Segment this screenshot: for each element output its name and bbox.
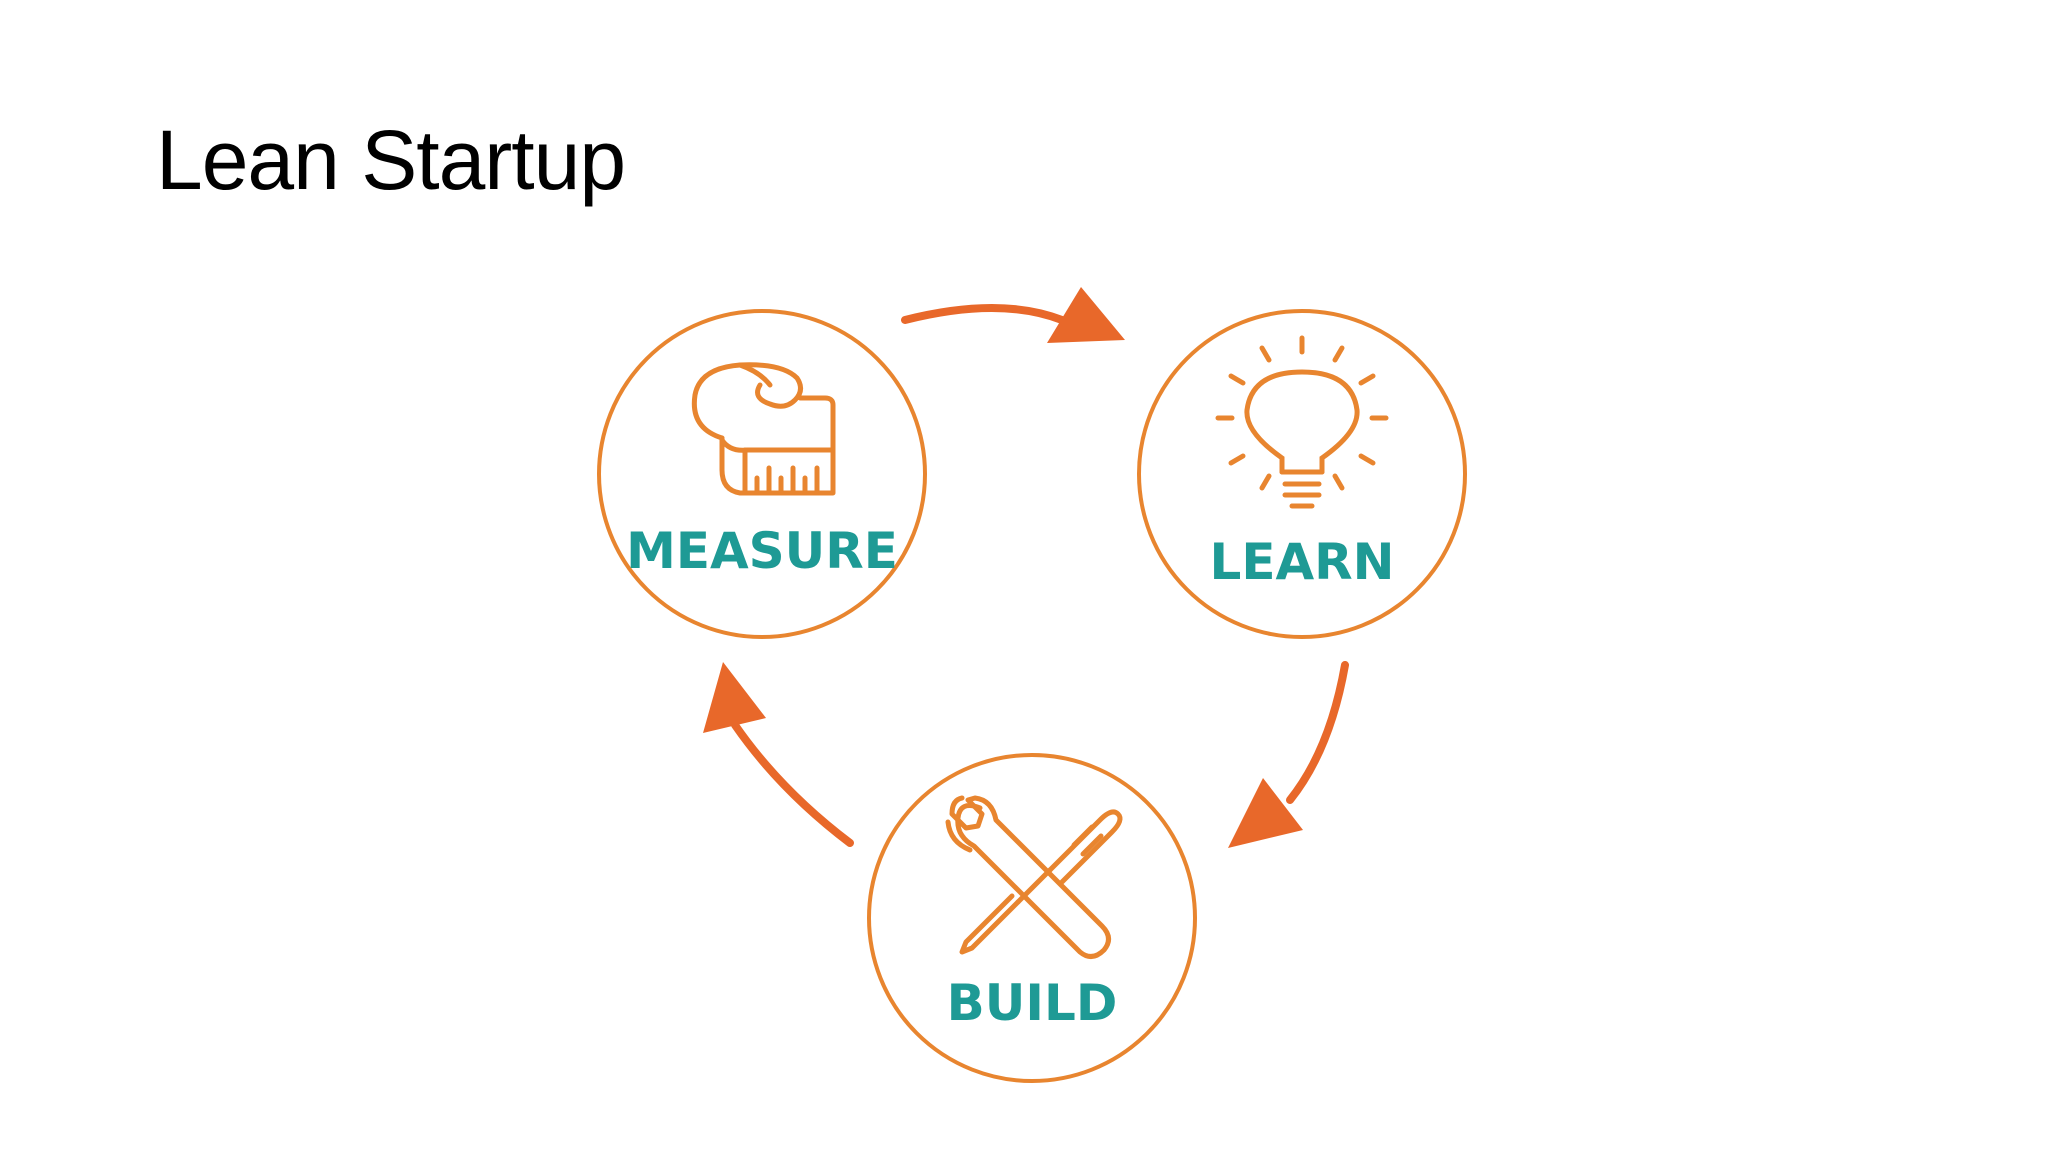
arrow-build-to-measure <box>703 662 854 847</box>
node-learn: LEARN <box>1137 309 1467 639</box>
arrow-measure-to-learn <box>901 287 1125 343</box>
slide-title: Lean Startup <box>156 113 626 207</box>
node-measure: MEASURE <box>597 309 927 639</box>
node-build-label: BUILD <box>947 974 1118 1032</box>
node-measure-label: MEASURE <box>626 522 898 580</box>
tape-measure-icon <box>691 362 836 496</box>
arrow-learn-to-build <box>1228 661 1349 848</box>
node-learn-label: LEARN <box>1209 533 1394 591</box>
wrench-screwdriver-icon <box>945 795 1123 959</box>
node-measure-circle <box>597 309 927 639</box>
node-build: BUILD <box>867 753 1197 1083</box>
cycle-arrows <box>703 287 1349 848</box>
node-build-circle <box>867 753 1197 1083</box>
lightbulb-icon <box>1215 335 1389 509</box>
